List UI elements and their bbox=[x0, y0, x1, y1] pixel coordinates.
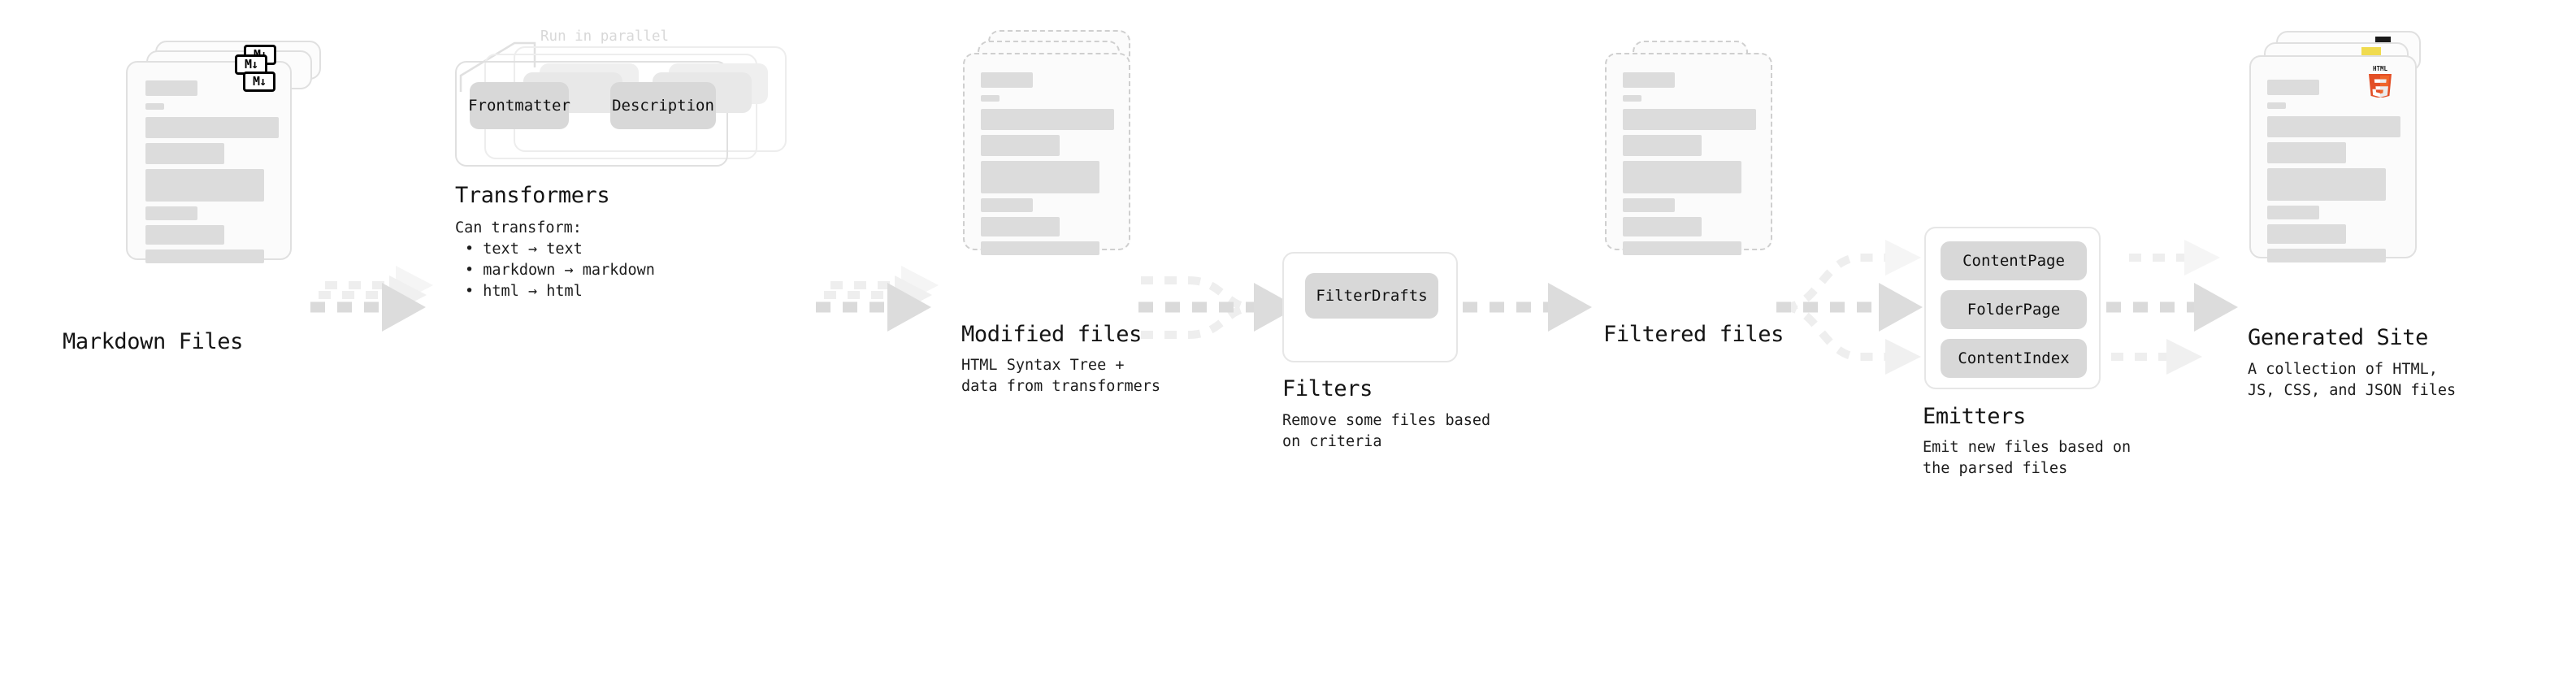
stage-filtered-files: Filtered files bbox=[1603, 0, 1792, 347]
transformer-frame-front bbox=[455, 61, 728, 167]
emitter-chip-contentindex[interactable]: ContentIndex bbox=[1941, 339, 2087, 378]
html5-badge: HTML bbox=[2369, 65, 2392, 98]
skeleton-bar bbox=[1623, 217, 1702, 236]
skeleton-bar bbox=[981, 95, 1000, 102]
stage-generated-site: HTML Generated Site A collection of HTML… bbox=[2248, 0, 2461, 399]
run-in-parallel-bracket bbox=[459, 41, 536, 92]
transformer-chip-frontmatter[interactable]: Frontmatter bbox=[468, 82, 570, 129]
skeleton-bar bbox=[1623, 135, 1702, 156]
file-card-front bbox=[963, 53, 1130, 255]
skeleton-bar bbox=[981, 72, 1033, 88]
generated-site-subtitle: A collection of HTML, JS, CSS, and JSON … bbox=[2248, 361, 2457, 399]
emitters-box: ContentPage FolderPage ContentIndex bbox=[1924, 227, 2101, 389]
markdown-badge: M↓ bbox=[243, 72, 275, 92]
stage-title-transformers: Transformers bbox=[455, 183, 610, 208]
skeleton-bar bbox=[145, 80, 197, 96]
skeleton-bar bbox=[145, 225, 224, 245]
filtered-file-stack bbox=[1605, 0, 1792, 260]
filter-chip-filterdrafts-label: FilterDrafts bbox=[1316, 287, 1428, 305]
skeleton-bar bbox=[145, 143, 224, 164]
skeleton-bar bbox=[2267, 224, 2346, 244]
transformer-chip-frontmatter-label: Frontmatter bbox=[468, 97, 570, 115]
markdown-badge-glyph: M↓ bbox=[252, 74, 267, 89]
filter-chip-filterdrafts[interactable]: FilterDrafts bbox=[1305, 273, 1438, 319]
run-in-parallel-label: Run in parallel bbox=[540, 28, 670, 45]
skeleton-bar bbox=[2267, 80, 2319, 95]
markdown-badge-glyph: M↓ bbox=[244, 57, 258, 72]
skeleton-bar bbox=[2267, 102, 2286, 109]
filters-box: FilterDrafts bbox=[1282, 252, 1458, 362]
transformers-bullet-3: • html → html bbox=[465, 283, 583, 300]
stage-title-markdown-files: Markdown Files bbox=[63, 329, 243, 354]
skeleton-bar bbox=[981, 198, 1033, 212]
file-card-front bbox=[126, 61, 292, 263]
stage-title-filtered-files: Filtered files bbox=[1603, 322, 1784, 347]
skeleton-bar bbox=[981, 135, 1060, 156]
skeleton-bar bbox=[2267, 168, 2386, 201]
filters-subtitle: Remove some files based on criteria bbox=[1282, 412, 1491, 450]
skeleton-bar bbox=[981, 217, 1060, 236]
stage-modified-files: Modified files HTML Syntax Tree + data f… bbox=[961, 0, 1160, 395]
skeleton-bar bbox=[1623, 198, 1675, 212]
emitter-chip-contentpage[interactable]: ContentPage bbox=[1941, 241, 2087, 280]
transformer-chip-description[interactable]: Description bbox=[610, 82, 716, 129]
connector-markdown-to-transformers bbox=[310, 266, 433, 332]
file-card-front bbox=[1605, 53, 1772, 255]
generated-file-stack: HTML bbox=[2249, 0, 2461, 268]
skeleton-bar bbox=[981, 109, 1114, 130]
skeleton-bar bbox=[2267, 116, 2400, 137]
skeleton-bar bbox=[1623, 95, 1641, 102]
transformers-bullet-1: • text → text bbox=[465, 241, 583, 258]
skeleton-bar bbox=[981, 241, 1099, 255]
markdown-file-stack: M↓ M↓ M↓ bbox=[126, 0, 321, 263]
stage-title-modified-files: Modified files bbox=[961, 322, 1142, 347]
emitter-chip-folderpage[interactable]: FolderPage bbox=[1941, 290, 2087, 329]
skeleton-bar bbox=[2267, 249, 2386, 262]
connector-filtered-to-emitters bbox=[1776, 240, 1923, 375]
skeleton-bar bbox=[1623, 161, 1741, 193]
connector-transformers-to-modified bbox=[816, 266, 939, 332]
stage-title-generated-site: Generated Site bbox=[2248, 325, 2428, 350]
emitter-chip-contentpage-label: ContentPage bbox=[1962, 252, 2065, 270]
skeleton-bar bbox=[1623, 241, 1741, 255]
skeleton-bar bbox=[145, 249, 264, 263]
stage-title-filters: Filters bbox=[1282, 376, 1373, 401]
skeleton-bar bbox=[145, 169, 264, 202]
transformer-chip-description-label: Description bbox=[612, 97, 714, 115]
skeleton-bar bbox=[1623, 72, 1675, 88]
transformers-bullet-2: • markdown → markdown bbox=[465, 262, 655, 279]
skeleton-bar bbox=[981, 161, 1099, 193]
connector-emitters-to-generated bbox=[2106, 240, 2238, 375]
skeleton-bar bbox=[1623, 109, 1756, 130]
stage-markdown-files: M↓ M↓ M↓ Markdown Files bbox=[63, 0, 321, 354]
emitters-subtitle: Emit new files based on the parsed files bbox=[1923, 439, 2131, 477]
skeleton-bar bbox=[2267, 142, 2346, 163]
skeleton-bar bbox=[145, 117, 279, 138]
modified-files-subtitle: HTML Syntax Tree + data from transformer… bbox=[961, 357, 1161, 395]
connector-modified-to-filters bbox=[1138, 276, 1298, 339]
skeleton-bar bbox=[2267, 206, 2319, 219]
transformers-subtitle: Can transform: bbox=[455, 219, 582, 236]
modified-file-stack bbox=[963, 0, 1150, 260]
skeleton-bar bbox=[145, 206, 197, 220]
skeleton-bar bbox=[145, 103, 164, 110]
stage-title-emitters: Emitters bbox=[1923, 404, 2026, 429]
emitter-chip-folderpage-label: FolderPage bbox=[1967, 301, 2061, 319]
svg-text:HTML: HTML bbox=[2373, 65, 2388, 72]
emitter-chip-contentindex-label: ContentIndex bbox=[1958, 349, 2070, 367]
connector-filters-to-filtered bbox=[1463, 283, 1592, 332]
